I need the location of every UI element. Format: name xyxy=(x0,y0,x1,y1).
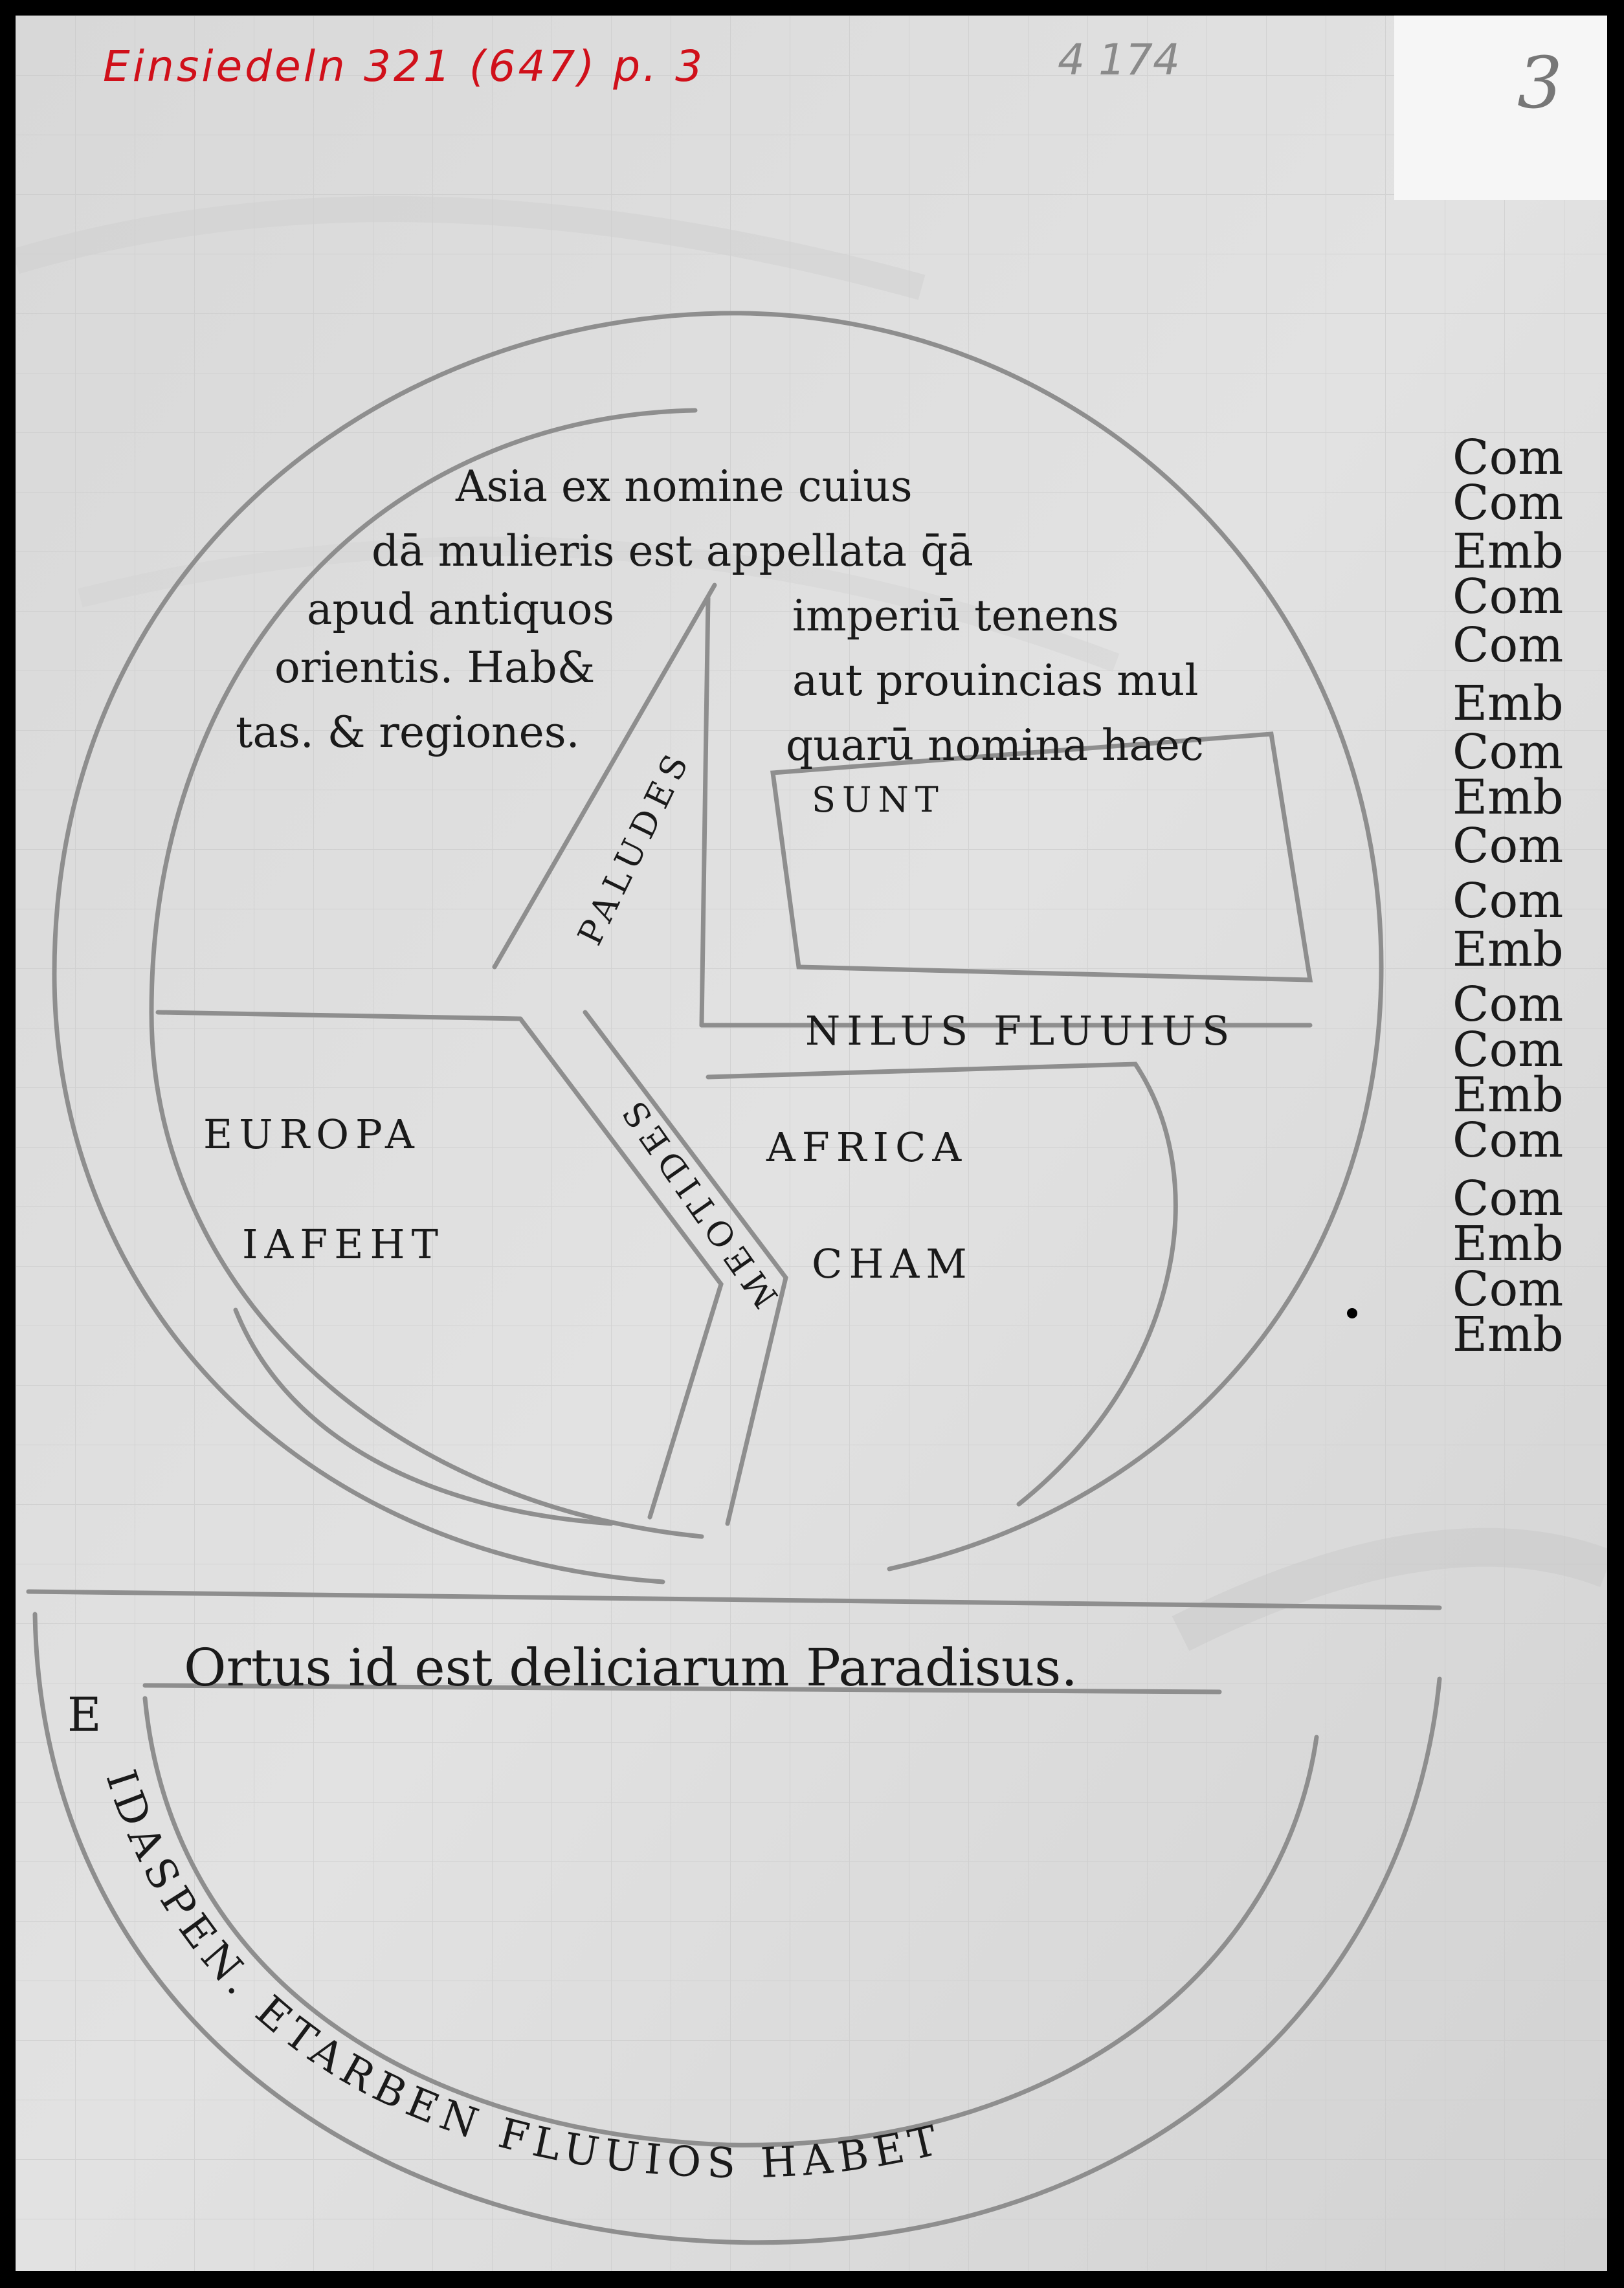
asia-line-1: Asia ex nomine cuius xyxy=(455,461,913,511)
margin-line: Com xyxy=(1452,1022,1564,1078)
catalog-label xyxy=(1394,16,1607,200)
parchment-texture xyxy=(16,16,1607,2271)
europa-label: EUROPA xyxy=(203,1111,421,1158)
paludes-band-left xyxy=(492,583,717,970)
margin-line: Com xyxy=(1452,1261,1564,1317)
margin-line: Emb xyxy=(1452,922,1564,977)
page-number: 3 xyxy=(1517,41,1563,124)
letter-e-label: E xyxy=(67,1687,108,1742)
world-circle-inner xyxy=(149,408,704,1539)
margin-line: Com xyxy=(1452,475,1564,531)
margin-line: Com xyxy=(1452,724,1564,780)
margin-line: Emb xyxy=(1452,524,1564,579)
cham-label: CHAM xyxy=(812,1240,973,1287)
asia-line-7: tas. & regiones. xyxy=(236,707,580,757)
asia-line-5: orientis. Hab& xyxy=(274,643,595,693)
outer-ring-inner xyxy=(142,1696,1319,2148)
photo-frame: Einsiedeln 321 (647) p. 3 4 174 3 xyxy=(9,9,1614,2278)
margin-line: Com xyxy=(1452,617,1564,673)
margin-line: Emb xyxy=(1452,770,1564,825)
margin-line: Com xyxy=(1452,430,1564,485)
rivers-arc-text: IDASPEN. ETARBEN FLUUIOS HABET xyxy=(96,1764,942,2188)
paludes-label: PALUDES xyxy=(571,743,699,951)
t-o-world-map: Asia ex nomine cuius dā mulieris est app… xyxy=(26,311,1442,2245)
iafeht-label: IAFEHT xyxy=(242,1221,445,1268)
manuscript-page: Einsiedeln 321 (647) p. 3 4 174 3 xyxy=(16,16,1607,2271)
world-circle-outer xyxy=(52,311,1384,1584)
ortus-paradisus-label: Ortus id est deliciarum Paradisus. xyxy=(184,1638,1078,1698)
ink-dot xyxy=(1347,1308,1357,1318)
ortus-band-top xyxy=(26,1589,1442,1610)
margin-line: Emb xyxy=(1452,676,1564,731)
asia-line-8: quarū nomina haec xyxy=(786,720,1204,770)
margin-line: Com xyxy=(1452,818,1564,874)
nilus-label: NILUS FLUUIUS xyxy=(805,1007,1236,1054)
margin-line: Com xyxy=(1452,1113,1564,1168)
pencil-folio-number: 4 174 xyxy=(1058,35,1180,85)
europa-bottom xyxy=(233,1307,614,1526)
shelfmark-annotation: Einsiedeln 321 (647) p. 3 xyxy=(103,41,706,91)
ortus-band-bottom xyxy=(142,1683,1222,1694)
asia-box xyxy=(770,731,1313,983)
margin-line: Com xyxy=(1452,873,1564,929)
asia-line-9: SUNT xyxy=(812,779,945,820)
asia-line-3: apud antiquos xyxy=(307,584,614,634)
margin-line: Com xyxy=(1452,1171,1564,1227)
meotides-left xyxy=(518,1016,724,1520)
meotides-right xyxy=(583,1010,788,1526)
rivers-arc-label: IDASPEN. ETARBEN FLUUIOS HABET xyxy=(96,1764,948,2188)
margin-line: Emb xyxy=(1452,1307,1564,1362)
margin-line: Emb xyxy=(1452,1067,1564,1123)
margin-line: Emb xyxy=(1452,1216,1564,1272)
outer-ring-outer xyxy=(32,1612,1442,2245)
asia-line-4: imperiū tenens xyxy=(792,591,1119,641)
margin-line: Com xyxy=(1452,977,1564,1032)
margin-line: Com xyxy=(1452,569,1564,625)
asia-inscription: Asia ex nomine cuius dā mulieris est app… xyxy=(236,461,1204,820)
europa-top xyxy=(155,1010,523,1021)
meotides-label: MEOTIDES xyxy=(612,1089,786,1315)
asia-line-2: dā mulieris est appellata q̄ā xyxy=(372,526,973,576)
paludes-band-right xyxy=(699,595,711,1028)
asia-line-6: aut prouincias mul xyxy=(792,656,1198,705)
nilus-band-bottom xyxy=(706,1061,1178,1507)
africa-label: AFRICA xyxy=(766,1124,968,1171)
